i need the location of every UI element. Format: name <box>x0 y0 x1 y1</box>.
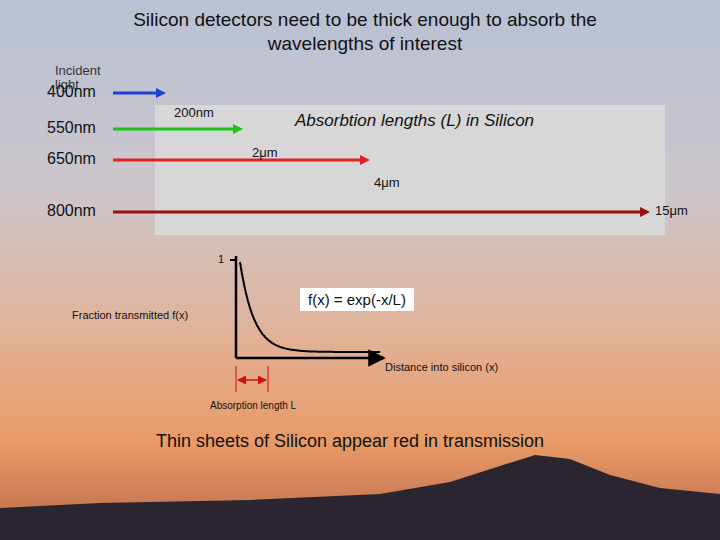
arrow-shaft <box>113 211 642 214</box>
wavelength-label: 550nm <box>47 119 96 137</box>
arrow-head <box>156 88 166 98</box>
length-value: 15μm <box>655 204 688 219</box>
axis-tick <box>230 259 236 261</box>
arrow-shaft <box>113 159 362 162</box>
arrow-head <box>233 124 243 134</box>
caption: Thin sheets of Silicon appear red in tra… <box>90 431 610 452</box>
wavelength-label: 400nm <box>47 83 96 101</box>
arrow-shaft <box>113 128 235 131</box>
absorption-panel: Absorbtion lengths (L) in Silicon <box>155 105 665 235</box>
axis-label: Distance into silicon (x) <box>385 361 498 374</box>
wavelength-arrow <box>113 124 243 134</box>
wavelength-arrow <box>113 207 650 217</box>
dimension-label: Absorption length L <box>210 400 296 412</box>
axis-value: 1 <box>218 253 224 266</box>
wavelength-arrow <box>113 155 370 165</box>
bracket-tick <box>268 366 269 392</box>
formula-box: f(x) = exp(-x/L) <box>300 288 414 311</box>
arrow-shaft <box>113 92 158 95</box>
bracket-tick <box>236 366 237 392</box>
length-arrow <box>238 379 266 381</box>
arrow-head <box>640 207 650 217</box>
y-axis <box>235 256 238 358</box>
length-value: 4μm <box>374 176 400 191</box>
mountain <box>0 455 720 540</box>
wavelength-label: 800nm <box>47 202 96 220</box>
axis-label: Fraction transmitted f(x) <box>72 309 188 322</box>
panel-heading: Absorbtion lengths (L) in Silicon <box>295 111 665 131</box>
slide-title: Silicon detectors need to be thick enoug… <box>95 8 635 56</box>
formula: f(x) = exp(-x/L) <box>308 291 406 308</box>
length-value: 200nm <box>174 106 214 121</box>
wavelength-arrow <box>113 88 166 98</box>
wavelength-label: 650nm <box>47 150 96 168</box>
x-axis <box>236 357 384 360</box>
arrow-head <box>360 155 370 165</box>
length-value: 2μm <box>252 146 278 161</box>
